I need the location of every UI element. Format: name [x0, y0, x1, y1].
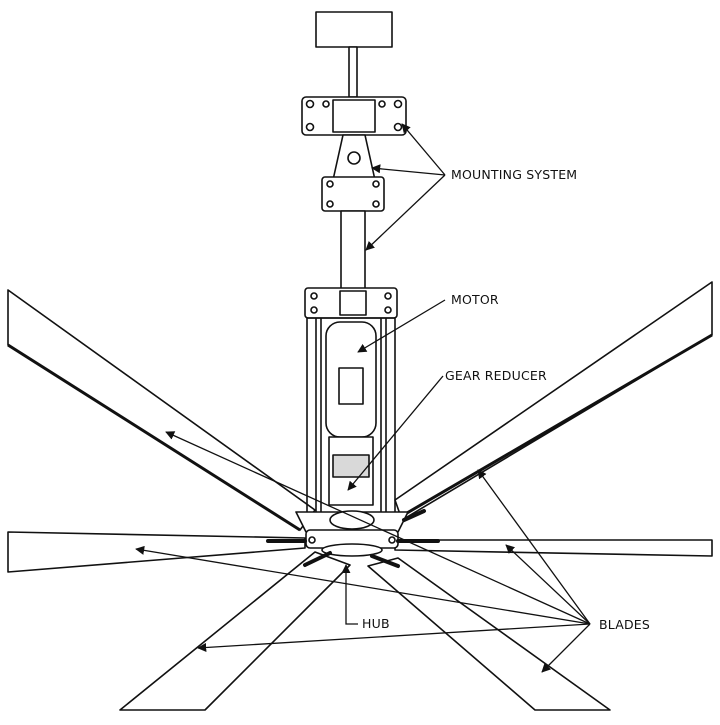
- blade-upper-right: [394, 281, 713, 521]
- label-hub: HUB: [362, 616, 390, 631]
- blade-right: [394, 539, 713, 557]
- label-blades: BLADES: [599, 617, 650, 632]
- label-gear-reducer: GEAR REDUCER: [445, 368, 547, 383]
- callout-lines: [135, 123, 591, 673]
- downrod: [340, 210, 366, 292]
- ceiling-plate: [315, 11, 393, 48]
- blade-upper-left: [7, 289, 316, 531]
- blade-clamps: [266, 509, 440, 568]
- labels: MOUNTING SYSTEM MOTOR GEAR REDUCER HUB B…: [362, 167, 650, 632]
- blades: [7, 281, 713, 711]
- mounting-stem-top: [348, 46, 358, 98]
- label-mounting-system: MOUNTING SYSTEM: [451, 167, 577, 182]
- blade-lower-left: [119, 551, 351, 711]
- label-motor: MOTOR: [451, 292, 499, 307]
- motor-nameplate: [338, 367, 364, 405]
- mounting-system: [301, 11, 407, 292]
- motor-housing: [295, 287, 409, 557]
- blade-lower-right: [367, 557, 611, 711]
